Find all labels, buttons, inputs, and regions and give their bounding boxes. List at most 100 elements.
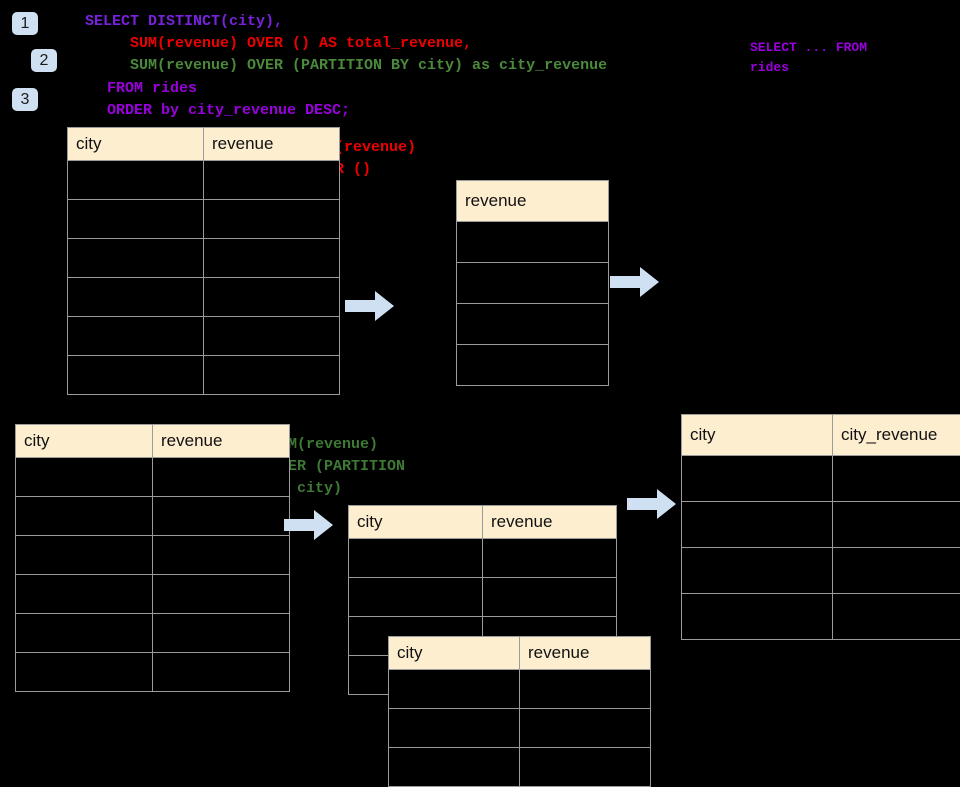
table-cell [153,536,290,575]
table-cell [833,456,960,502]
table-row [457,263,609,304]
table-row [68,356,340,395]
table-total-revenue: revenue [456,180,609,386]
column-header: revenue [153,425,290,458]
table-cell [68,200,204,239]
step-badge-2[interactable]: 2 [31,49,57,72]
table-row [389,709,651,748]
table-row [68,317,340,356]
table-cell [204,200,340,239]
table-cell [16,497,153,536]
table-cell [153,614,290,653]
table-cell [68,239,204,278]
table-cell [349,539,483,578]
table-cell [153,575,290,614]
table-row [16,653,290,692]
step-badge-3[interactable]: 3 [12,88,38,111]
column-header: city [68,128,204,161]
table-cell [204,356,340,395]
table-cell [457,222,609,263]
table-row [682,456,960,502]
table-row [457,222,609,263]
table-cell [682,548,833,594]
table-row [68,239,340,278]
table-row [682,594,960,640]
table-cell [457,263,609,304]
annotation-sum-over-partition: SUM(revenue) OVER (PARTITION BY city) [270,434,405,500]
flow-arrow-icon [345,290,395,322]
step-badge-1[interactable]: 1 [12,12,38,35]
flow-arrow-icon [627,488,677,520]
table-row [16,575,290,614]
column-header: revenue [483,506,617,539]
table-cell [153,497,290,536]
table-row [349,578,617,617]
table-cell [16,653,153,692]
table-cell [68,356,204,395]
table-cell [457,345,609,386]
sql-line-select-distinct: SELECT DISTINCT(city), [85,11,283,33]
table-row [16,536,290,575]
table-cell [68,278,204,317]
table-row [457,345,609,386]
table-cell [833,548,960,594]
table-cell [389,748,520,787]
table-cell [153,458,290,497]
table-cell [16,458,153,497]
table-cell [16,536,153,575]
table-cell [16,575,153,614]
table-cell [68,317,204,356]
column-header: revenue [457,181,609,222]
table-header-row: revenue [457,181,609,222]
table-cell [520,709,651,748]
sql-line-sum-over-partition: SUM(revenue) OVER (PARTITION BY city) as… [130,55,607,77]
column-header: city [682,415,833,456]
sql-line-order-by: ORDER by city_revenue DESC; [107,100,350,122]
flow-arrow-icon [610,266,660,298]
table-cell [68,161,204,200]
flow-arrow-icon [284,509,334,541]
table-row [682,548,960,594]
table-row [349,539,617,578]
table-cell [520,670,651,709]
table-cell [833,594,960,640]
table-row [457,304,609,345]
table-row [16,497,290,536]
table-cell [349,578,483,617]
table-cell [483,578,617,617]
column-header: city [389,637,520,670]
column-header: revenue [204,128,340,161]
table-cell [520,748,651,787]
column-header: city [349,506,483,539]
column-header: city [16,425,153,458]
sql-line-sum-over-empty: SUM(revenue) OVER () AS total_revenue, [130,33,472,55]
table-row [389,670,651,709]
table-cell [457,304,609,345]
column-header: city_revenue [833,415,960,456]
table-row [16,458,290,497]
sql-line-from-rides: FROM rides [107,78,197,100]
table-cell [204,239,340,278]
table-cell [682,594,833,640]
table-cell [16,614,153,653]
table-row [389,748,651,787]
table-cell [204,278,340,317]
table-row [68,161,340,200]
table-cell [483,539,617,578]
table-cell [682,502,833,548]
table-cell [204,161,340,200]
table-cell [389,670,520,709]
table-cell [204,317,340,356]
annotation-select-from-rides: SELECT ... FROM rides [750,38,867,78]
table-cell [833,502,960,548]
column-header: revenue [520,637,651,670]
